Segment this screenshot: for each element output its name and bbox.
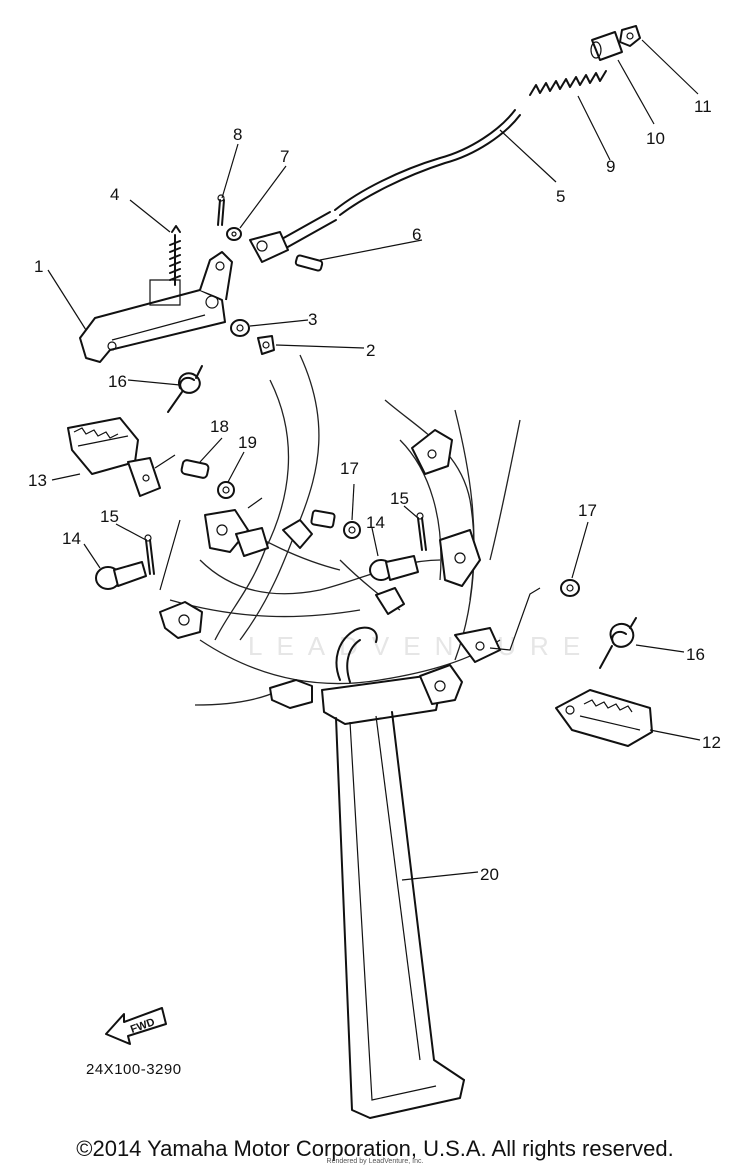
- label-part-19: 19: [238, 433, 257, 452]
- frame-bracket-right-upper-part: [411, 429, 453, 475]
- cotter-pin-8-part: [217, 194, 225, 226]
- label-part-20: 20: [480, 865, 499, 884]
- frame-mount-left-part: [159, 601, 203, 639]
- figure-code: 24X100-3290: [86, 1061, 182, 1078]
- footrest-bracket-left-part: [204, 497, 269, 557]
- cotter-pin-15-left-part: [144, 534, 155, 575]
- label-part-1: 1: [34, 257, 43, 276]
- label-part-8: 8: [233, 125, 242, 144]
- label-part-17-centre: 17: [340, 459, 359, 478]
- washer-3-part: [230, 319, 250, 337]
- label-part-14-left: 14: [62, 529, 81, 548]
- return-spring-part: [169, 225, 181, 286]
- forward-arrow-icon: FWD: [105, 1007, 167, 1045]
- copyright-footer: ©2014 Yamaha Motor Corporation, U.S.A. A…: [76, 1136, 674, 1161]
- side-stand-part: [269, 626, 465, 1119]
- label-part-17-right: 17: [578, 501, 597, 520]
- cable-spring-part: [529, 70, 607, 96]
- label-part-3: 3: [308, 310, 317, 329]
- pivot-bolt-part: [257, 335, 275, 355]
- footrest-spring-left-part: [167, 365, 203, 413]
- washer-17-right-part: [560, 579, 580, 597]
- watermark-text: LEADVENTURE: [248, 631, 594, 661]
- label-part-7: 7: [280, 147, 289, 166]
- footrest-right-part: [555, 689, 653, 747]
- label-part-16-right: 16: [686, 645, 705, 664]
- label-part-2: 2: [366, 341, 375, 360]
- frame-junction-part: [282, 509, 405, 615]
- washer-17-centre-part: [343, 521, 361, 539]
- label-part-10: 10: [646, 129, 665, 148]
- clevis-pin-14-left-part: [95, 561, 147, 590]
- pin-18-part: [180, 459, 210, 479]
- label-part-9: 9: [606, 157, 615, 176]
- part-labels: 1 2 3 4 5 6 7 8 9 10 11 12 13 14 15 16 1…: [28, 97, 721, 884]
- leader-lines: [47, 39, 701, 881]
- brake-rod-part: [279, 109, 521, 249]
- label-part-15-left: 15: [100, 507, 119, 526]
- label-part-18: 18: [210, 417, 229, 436]
- brake-pedal-part: [79, 251, 233, 363]
- label-part-13: 13: [28, 471, 47, 490]
- label-part-12: 12: [702, 733, 721, 752]
- label-part-6: 6: [412, 225, 421, 244]
- washer-7-part: [226, 227, 242, 241]
- washer-19-part: [217, 481, 235, 499]
- clevis-pin-14-right-part: [369, 555, 419, 581]
- footrest-left-part: [67, 417, 176, 497]
- render-credit: Rendered by LeadVenture, Inc.: [326, 1158, 424, 1165]
- rod-joint-part: [249, 231, 289, 263]
- label-part-15-right: 15: [390, 489, 409, 508]
- label-part-5: 5: [556, 187, 565, 206]
- adjuster-part: [590, 31, 623, 61]
- label-part-16-left: 16: [108, 372, 127, 391]
- label-part-11: 11: [694, 97, 712, 116]
- label-part-14-right: 14: [366, 513, 385, 532]
- footrest-spring-right-part: [599, 617, 637, 669]
- clevis-pin-part: [294, 254, 324, 272]
- cable-end-clevis-part: [619, 25, 641, 47]
- cotter-pin-15-right-part: [416, 512, 427, 551]
- footrest-bracket-right-part: [439, 529, 501, 663]
- label-part-4: 4: [110, 185, 119, 204]
